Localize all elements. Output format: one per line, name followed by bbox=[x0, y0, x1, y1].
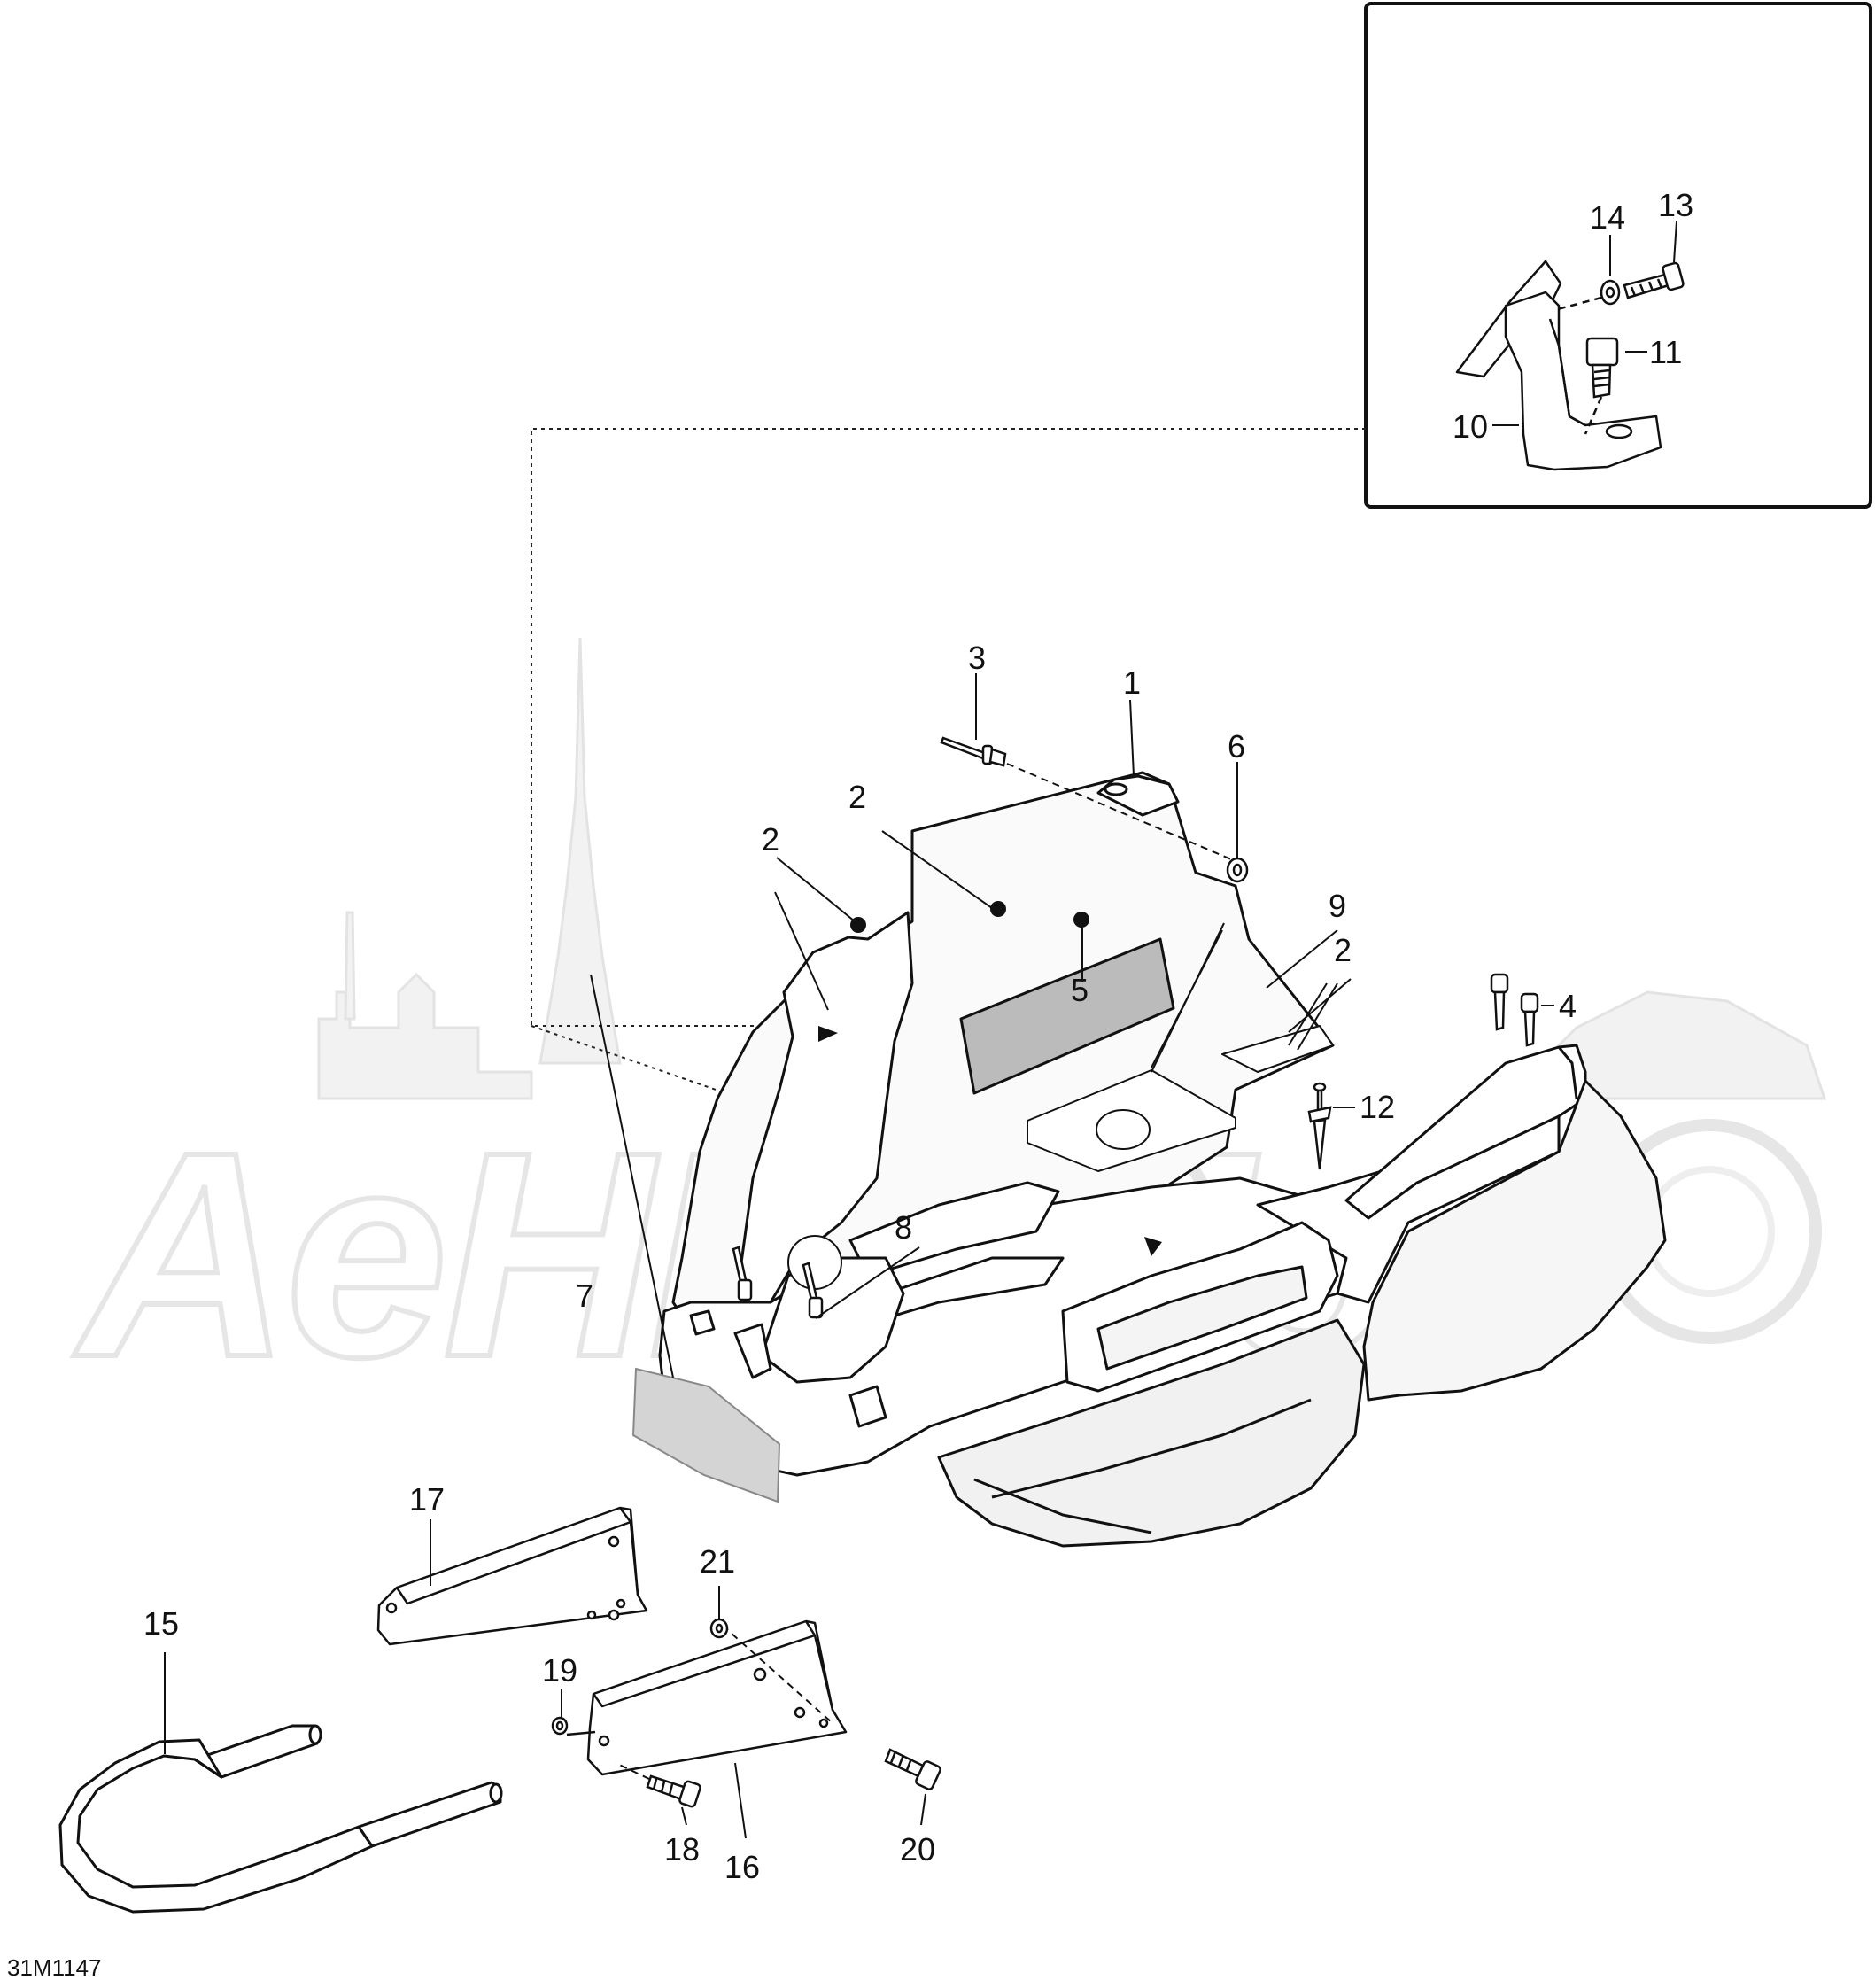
callout-15: 15 bbox=[143, 1605, 179, 1642]
callout-8: 8 bbox=[895, 1209, 912, 1246]
callout-20: 20 bbox=[900, 1831, 935, 1868]
callout-2-top: 2 bbox=[848, 779, 866, 815]
mesh-part-5 bbox=[959, 937, 1175, 1095]
bracket-part-17 bbox=[376, 1506, 648, 1646]
watermark-skyline bbox=[317, 637, 1827, 1100]
drawing-code: 31M1147 bbox=[7, 1954, 102, 1981]
callout-6: 6 bbox=[1228, 728, 1245, 765]
callout-4: 4 bbox=[1559, 988, 1577, 1024]
bracket-part-16 bbox=[566, 1619, 848, 1776]
bottom-pan-part-1 bbox=[658, 771, 1667, 1548]
callouts: 1 2 2 2 3 4 5 6 7 8 9 10 11 12 13 14 15 … bbox=[143, 187, 1693, 1885]
callout-12: 12 bbox=[1360, 1089, 1395, 1125]
callout-2-left: 2 bbox=[762, 821, 779, 858]
rivet-part-3 bbox=[940, 736, 1232, 860]
callout-2-right: 2 bbox=[1334, 932, 1352, 968]
rivets-part-8 bbox=[732, 1246, 824, 1319]
screw-part-13 bbox=[1623, 261, 1685, 299]
bolt-part-11 bbox=[1584, 337, 1619, 435]
washer-part-14 bbox=[1553, 279, 1621, 312]
nut-part-19 bbox=[551, 1716, 569, 1736]
callout-9: 9 bbox=[1329, 888, 1346, 924]
callout-10: 10 bbox=[1453, 408, 1488, 445]
callout-18: 18 bbox=[664, 1831, 700, 1868]
callout-14: 14 bbox=[1590, 199, 1625, 236]
push-rivet-part-12 bbox=[1307, 1082, 1355, 1170]
decal-markers bbox=[818, 901, 1162, 1256]
grommet-part-6 bbox=[1226, 857, 1249, 883]
callout-21: 21 bbox=[700, 1543, 735, 1580]
leader-lines bbox=[164, 673, 1352, 1839]
nut-part-21 bbox=[709, 1618, 729, 1639]
callout-16: 16 bbox=[724, 1849, 760, 1885]
callout-17: 17 bbox=[409, 1481, 445, 1518]
inset-detail-box bbox=[1364, 2, 1872, 509]
callout-13: 13 bbox=[1658, 187, 1693, 223]
front-mesh-part-7 bbox=[631, 1367, 781, 1503]
callout-11: 11 bbox=[1649, 334, 1682, 370]
callout-3: 3 bbox=[968, 640, 986, 676]
callout-1: 1 bbox=[1123, 664, 1141, 701]
callout-5: 5 bbox=[1071, 972, 1089, 1008]
callout-7: 7 bbox=[576, 1277, 593, 1314]
callout-19: 19 bbox=[542, 1652, 577, 1689]
screws-part-4 bbox=[1490, 973, 1554, 1047]
bolt-part-18 bbox=[615, 1762, 701, 1808]
inset-leaders bbox=[1492, 221, 1677, 426]
handle-bar-part-15 bbox=[58, 1724, 503, 1914]
bracket-part-10 bbox=[1455, 260, 1662, 471]
bolt-part-20 bbox=[884, 1748, 941, 1790]
